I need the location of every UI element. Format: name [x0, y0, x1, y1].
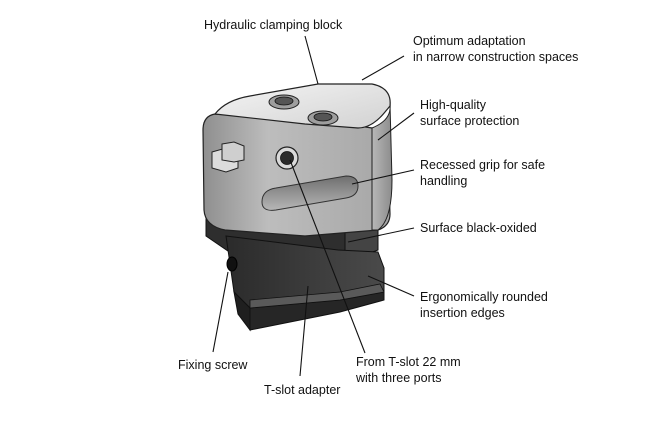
label-surface-black-oxided: Surface black-oxided	[420, 221, 537, 235]
label-hydraulic-clamping-block: Hydraulic clamping block	[204, 18, 343, 32]
leader-lines	[212, 35, 415, 377]
hydraulic-block-body	[202, 83, 393, 237]
top-port-right	[307, 110, 339, 126]
front-port	[275, 146, 299, 170]
label-fixing-screw: Fixing screw	[178, 358, 248, 372]
top-port-left	[268, 94, 300, 110]
label-surface-protection: High-quality surface protection	[420, 98, 520, 128]
recessed-grip	[261, 175, 359, 211]
side-plug-bolt	[211, 141, 245, 173]
label-t-slot-adapter: T-slot adapter	[264, 383, 341, 397]
label-from-t-slot: From T-slot 22 mm with three ports	[356, 355, 461, 385]
label-recessed-grip: Recessed grip for safe handling	[420, 158, 546, 188]
label-rounded-insertion-edges: Ergonomically rounded insertion edges	[420, 290, 548, 320]
label-optimum-adaptation: Optimum adaptation in narrow constructio…	[413, 34, 579, 64]
fixing-screw-hole	[226, 256, 238, 272]
